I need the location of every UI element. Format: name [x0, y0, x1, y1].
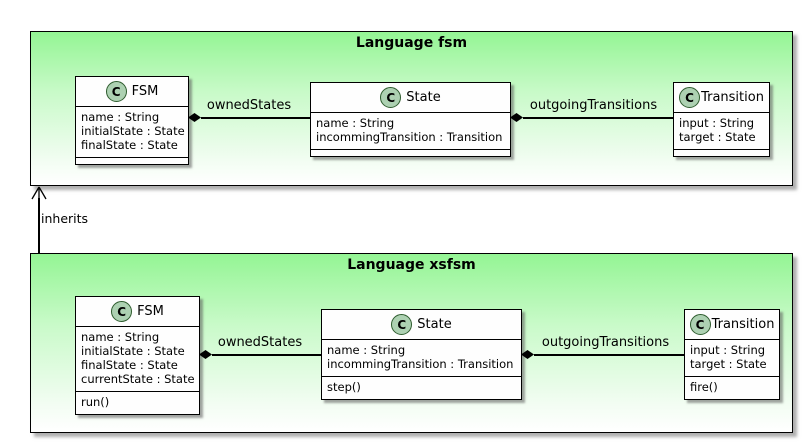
- attributes-compartment: name : String incommingTransition : Tran…: [311, 112, 510, 149]
- attributes-compartment: input : String target : State: [685, 339, 779, 376]
- composition-diamond-icon: [521, 350, 534, 359]
- attribute: initialState : State: [81, 344, 185, 358]
- attribute: target : State: [690, 357, 767, 371]
- method: step(): [327, 380, 361, 394]
- attribute: name : String: [81, 110, 160, 124]
- class-name: State: [406, 90, 441, 105]
- attribute: finalState : State: [81, 358, 178, 372]
- attributes-compartment: input : String target : State: [674, 112, 769, 149]
- inheritance-label: inherits: [41, 211, 89, 226]
- method: fire(): [690, 380, 718, 394]
- attribute: finalState : State: [81, 138, 178, 152]
- attribute: currentState : State: [81, 372, 195, 386]
- attribute: input : String: [690, 343, 766, 357]
- inheritance-line: [38, 198, 40, 253]
- methods-compartment: step(): [322, 376, 521, 399]
- relation-label: outgoingTransitions: [541, 335, 670, 350]
- methods-compartment: fire(): [685, 376, 779, 399]
- class-name: State: [417, 317, 452, 332]
- method: run(): [81, 395, 110, 409]
- attribute: name : String: [327, 343, 406, 357]
- package-title: Language xsfsm: [347, 257, 476, 273]
- methods-compartment: [674, 149, 769, 156]
- class-circle-icon: C: [391, 314, 413, 335]
- attribute: target : State: [679, 130, 756, 144]
- relation-label: outgoingTransitions: [529, 98, 658, 113]
- class-name: Transition: [701, 90, 764, 105]
- relation-line: [212, 354, 321, 356]
- class-circle-icon: C: [689, 314, 711, 335]
- composition-diamond-icon: [188, 113, 201, 122]
- attributes-compartment: name : String initialState : State final…: [76, 326, 199, 391]
- attributes-compartment: name : String initialState : State final…: [76, 106, 188, 157]
- class-header: C State: [311, 83, 510, 112]
- class-header: C FSM: [76, 77, 188, 106]
- relation-label: ownedStates: [206, 98, 292, 113]
- methods-compartment: run(): [76, 391, 199, 414]
- attribute: initialState : State: [81, 124, 185, 138]
- class-state: C State name : String incommingTransitio…: [310, 82, 511, 157]
- attribute: input : String: [679, 116, 755, 130]
- package-language-fsm: Language fsm C FSM name : String initial…: [30, 31, 793, 186]
- attribute: incommingTransition : Transition: [316, 130, 503, 144]
- class-circle-icon: C: [111, 301, 133, 322]
- class-state: C State name : String incommingTransitio…: [321, 309, 522, 400]
- package-title: Language fsm: [355, 35, 468, 51]
- composition-diamond-icon: [510, 113, 523, 122]
- methods-compartment: [311, 149, 510, 156]
- relation-line: [534, 354, 684, 356]
- class-transition: C Transition input : String target : Sta…: [684, 309, 780, 400]
- attribute: incommingTransition : Transition: [327, 357, 514, 371]
- class-name: Transition: [711, 317, 775, 332]
- attribute: name : String: [81, 330, 160, 344]
- class-header: C Transition: [674, 83, 769, 112]
- relation-label: ownedStates: [217, 335, 303, 350]
- composition-diamond-icon: [199, 350, 212, 359]
- class-header: C Transition: [685, 310, 779, 339]
- class-fsm: C FSM name : String initialState : State…: [75, 296, 200, 415]
- class-fsm: C FSM name : String initialState : State…: [75, 76, 189, 165]
- inheritance-arrow-icon: [31, 186, 47, 200]
- relation-line: [523, 117, 673, 119]
- attributes-compartment: name : String incommingTransition : Tran…: [322, 339, 521, 376]
- class-header: C State: [322, 310, 521, 339]
- class-header: C FSM: [76, 297, 199, 326]
- class-circle-icon: C: [105, 81, 127, 102]
- class-circle-icon: C: [380, 87, 402, 108]
- class-name: FSM: [137, 304, 164, 319]
- class-transition: C Transition input : String target : Sta…: [673, 82, 770, 157]
- class-circle-icon: C: [679, 87, 701, 108]
- class-name: FSM: [131, 84, 159, 99]
- relation-line: [201, 117, 310, 119]
- package-language-xsfsm: Language xsfsm C FSM name : String initi…: [30, 253, 793, 433]
- attribute: name : String: [316, 116, 395, 130]
- methods-compartment: [76, 157, 188, 164]
